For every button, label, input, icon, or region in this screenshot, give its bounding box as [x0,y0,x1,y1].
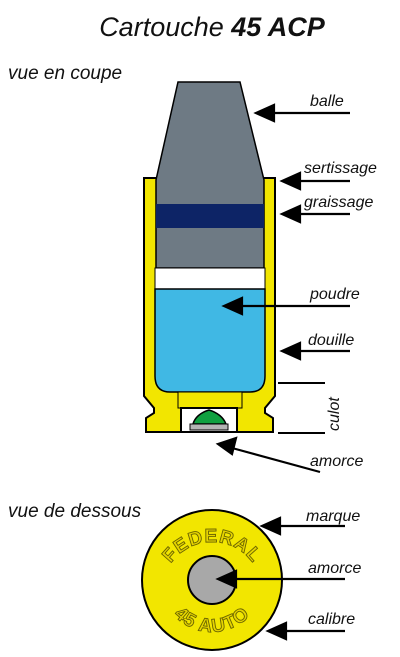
label-balle: balle [310,93,344,110]
bullet [155,81,265,269]
arrow-amorce-top [215,436,321,474]
arrow-calibre [265,621,345,641]
arrow-douille [279,341,350,361]
lube-band [156,204,264,228]
primer-cup [189,423,229,431]
primer [191,409,228,425]
section-cross-section-label: vue en coupe [8,63,122,84]
label-marque: marque [306,508,360,525]
air-gap [154,267,266,290]
culot-bracket [278,382,325,434]
arrow-sertissage [279,171,350,191]
callout-arrows [215,103,350,474]
arrow-amorce-bottom [215,569,345,589]
label-graissage: graissage [304,194,373,211]
arrow-poudre [221,296,350,316]
section-bottom-view-label: vue de dessous [8,501,142,522]
arrow-graissage [279,204,350,224]
label-calibre: calibre [308,611,355,628]
label-douille: douille [308,332,354,349]
label-amorce-bottom: amorce [308,560,361,577]
arrow-marque [259,516,345,536]
arrow-balle [253,103,350,123]
callout-arrows-bottom [215,516,345,641]
label-poudre: poudre [309,286,360,303]
cartridge-cross-section [143,81,276,433]
diagram-title: Cartouche 45 ACP [99,12,326,42]
cartridge-bottom-view: FEDERAL 45 AUTO [141,509,283,651]
label-amorce-top: amorce [310,453,363,470]
case-head [177,391,243,409]
powder-charge [154,288,266,393]
label-culot: culot [326,397,343,431]
label-sertissage: sertissage [304,160,377,177]
